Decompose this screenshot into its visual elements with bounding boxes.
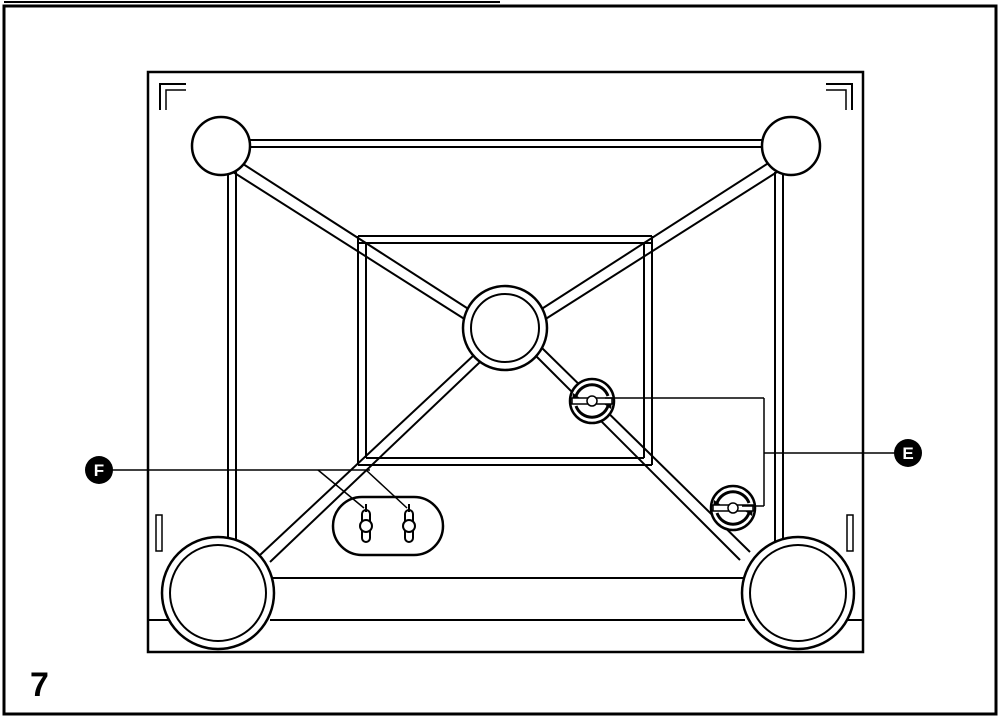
svg-text:F: F xyxy=(94,461,104,480)
rotate-screw-icon xyxy=(709,484,757,532)
callout-f-leader xyxy=(112,469,408,509)
panel-border xyxy=(2,4,998,716)
corner-bracket-icon xyxy=(159,83,186,110)
callout-e: E xyxy=(894,439,922,467)
step-number: 7 xyxy=(30,666,49,704)
wheel-bottom-left-inner xyxy=(169,544,267,642)
corner-bracket-icon xyxy=(165,89,186,110)
rotate-screw-icon xyxy=(568,377,616,425)
foot-top-left xyxy=(190,115,252,177)
inner-frame xyxy=(357,235,653,466)
keyhole-slot-icon xyxy=(402,504,416,543)
callout-e-leader xyxy=(605,397,895,507)
corner-bracket-icon xyxy=(826,83,853,110)
side-slot-right xyxy=(846,514,854,552)
side-slot-left xyxy=(155,514,163,552)
wheel-bottom-right-inner xyxy=(749,544,847,642)
keyhole-plate xyxy=(331,495,445,557)
keyhole-slot-icon xyxy=(359,504,373,543)
callout-f: F xyxy=(85,456,113,484)
center-hub-inner xyxy=(470,293,540,363)
outer-rails xyxy=(148,139,863,621)
foot-top-right xyxy=(760,115,822,177)
corner-bracket-icon xyxy=(826,89,847,110)
svg-text:E: E xyxy=(902,444,913,463)
device-body xyxy=(146,70,865,654)
